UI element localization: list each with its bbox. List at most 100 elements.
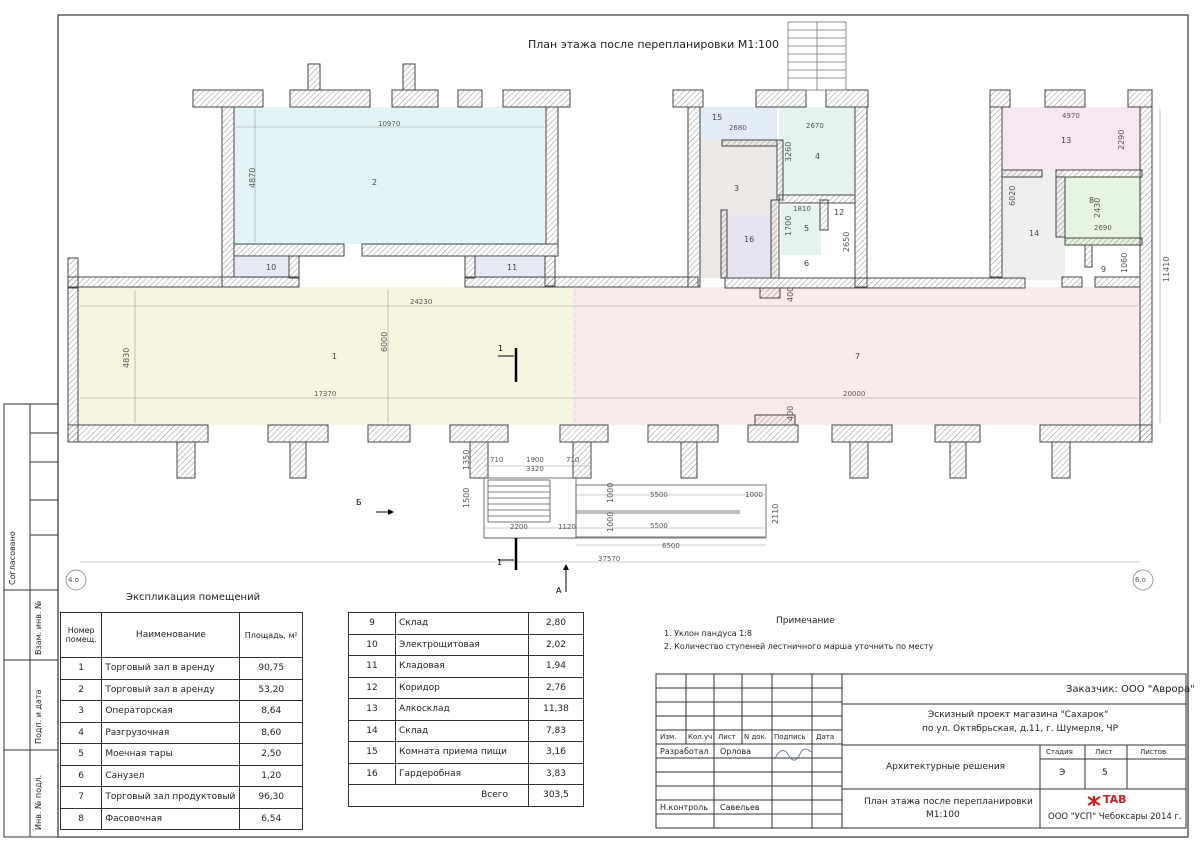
room-16-fill (727, 215, 771, 278)
room-1-fill (78, 287, 573, 425)
note-2: 2. Количество ступеней лестничного марша… (664, 642, 934, 651)
dim: 20000 (843, 390, 866, 398)
room-name-cell: Операторская (101, 700, 241, 723)
room-name-cell: Гардеробная (395, 762, 529, 785)
drawing-name-2: М1:100 (926, 810, 960, 820)
room-number-cell: 4 (59, 721, 103, 744)
room-number-11: 11 (507, 263, 518, 272)
col-podp: Подпись (774, 733, 806, 741)
room-area-cell: 53,20 (239, 678, 303, 701)
room-name-cell: Алкосклад (395, 698, 529, 721)
project-line-2: по ул. Октябрьская, д.11, г. Шумерля, ЧР (922, 724, 1119, 734)
dim: 2110 (771, 503, 780, 524)
notes-title: Примечание (776, 616, 835, 626)
room-name-cell: Моечная тары (101, 743, 241, 766)
room-area-cell: 2,02 (528, 633, 584, 656)
room-number-3: 3 (734, 184, 740, 193)
col-ndok: N док. (744, 733, 768, 741)
room-area-cell: 96,30 (239, 786, 303, 809)
dim: 2670 (806, 122, 824, 130)
dim: 2680 (729, 124, 747, 132)
total-label: Всего (348, 784, 529, 807)
dim: 5500 (650, 522, 668, 530)
room-area-cell: 8,64 (239, 700, 303, 723)
room-number-cell: 12 (348, 676, 396, 699)
room-number-cell: 13 (348, 698, 396, 721)
customer: Заказчик: ООО "Аврора" (1066, 684, 1195, 695)
porch-ramp (483, 477, 767, 539)
room-area-cell: 1,20 (239, 764, 303, 787)
header-name: Наименование (101, 612, 241, 658)
dim: 4970 (1062, 112, 1080, 120)
stamp-vzam: Взам. инв. № (34, 600, 43, 655)
stage-header: Стадия (1046, 748, 1073, 756)
name-control: Савельев (720, 803, 760, 812)
col-data: Дата (816, 733, 835, 741)
room-name-cell: Кладовая (395, 655, 529, 678)
dim: 1810 (793, 205, 811, 213)
col-kol: Кол.уч (688, 733, 713, 741)
dim: 5500 (650, 491, 668, 499)
col-list: Лист (718, 733, 736, 741)
dim: 1350 (462, 449, 471, 470)
section-label-a: А (556, 586, 562, 595)
room-name-cell: Комната приема пищи (395, 741, 529, 764)
stamp-agreed: Согласовано (8, 531, 17, 585)
role-control: Н.контроль (660, 803, 708, 812)
room-number-15: 15 (712, 113, 723, 122)
dim: 1060 (1120, 252, 1129, 273)
room-name-cell: Разгрузочная (101, 721, 241, 744)
axis-circle-left (65, 569, 87, 591)
room-number-7: 7 (855, 352, 861, 361)
axis-label-right: 6.о (1135, 576, 1146, 584)
dim: 1900 (526, 456, 544, 464)
room-7-fill (573, 287, 1140, 425)
tab-logo (1087, 796, 1101, 806)
section-label-b: Б (356, 498, 362, 507)
header-num: Номер помещ. (59, 612, 103, 658)
title-block-frame (655, 673, 1187, 829)
walls (67, 63, 1153, 479)
room-name-cell: Коридор (395, 676, 529, 699)
room-area-cell: 7,83 (528, 719, 584, 742)
sheet-header: Лист (1095, 748, 1113, 756)
room-2-fill (234, 107, 546, 244)
room-area-cell: 8,60 (239, 721, 303, 744)
dim: 6000 (380, 331, 389, 352)
dim: 11410 (1162, 256, 1171, 282)
room-area-cell: 2,76 (528, 676, 584, 699)
dim: 10970 (378, 120, 401, 128)
room-number-16: 16 (744, 235, 755, 244)
room-number-9: 9 (1101, 265, 1107, 274)
stage-value: Э (1059, 768, 1066, 778)
room-number-cell: 14 (348, 719, 396, 742)
explication-title: Экспликация помещений (126, 592, 261, 603)
dim: 17370 (314, 390, 337, 398)
dim: 1000 (606, 482, 615, 503)
axis-label-left: 4.о (68, 576, 79, 584)
room-area-cell: 2,50 (239, 743, 303, 766)
dim: 710 (490, 456, 504, 464)
room-number-6: 6 (804, 259, 810, 268)
room-14-fill (1002, 170, 1065, 280)
room-name-cell: Торговый зал в аренду (101, 678, 241, 701)
room-number-cell: 6 (59, 764, 103, 787)
col-izm: Изм. (660, 733, 677, 741)
note-1: 1. Уклон пандуса 1:8 (664, 629, 753, 638)
dim: 2690 (1094, 224, 1112, 232)
top-stair (787, 21, 847, 91)
room-number-1: 1 (332, 352, 338, 361)
room-number-4: 4 (815, 152, 821, 161)
